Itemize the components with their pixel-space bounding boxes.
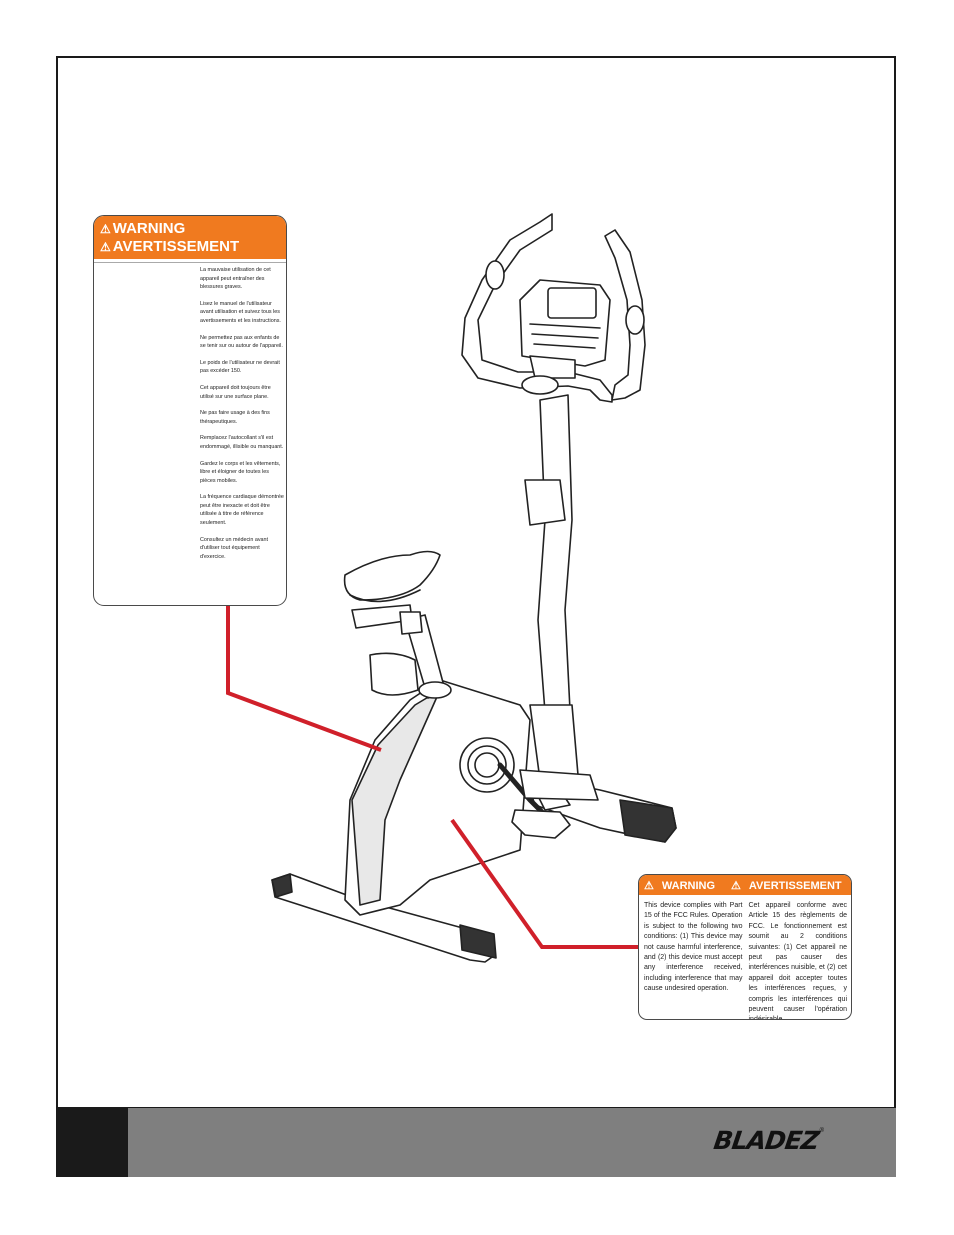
warning-line: Remplacez l'autocollant s'il est endomma… (200, 435, 284, 450)
trademark-mark: ® (819, 1128, 824, 1134)
warning-line: La mauvaise utilisation de cet appareil … (200, 267, 271, 291)
warning-triangle-icon: ⚠ (100, 222, 111, 236)
warning-triangle-icon: ⚠ (100, 240, 111, 254)
warning-line: Le poids de l'utilisateur ne devrait pas… (200, 359, 280, 375)
warning-label-top: ⚠WARNING ⚠AVERTISSEMENT La mauvaise util… (93, 215, 287, 606)
warning-line: Ne permettez pas aux enfants de se tenir… (200, 334, 283, 350)
warning-label-top-body: La mauvaise utilisation de cet appareil … (200, 266, 284, 569)
warning-triangle-icon: ⚠ (731, 879, 741, 892)
console-mast (537, 394, 573, 713)
seat (343, 550, 441, 601)
warning-line: Cet appareil doit toujours être utilisé … (200, 384, 271, 400)
warning-title-fr: AVERTISSEMENT (112, 238, 240, 255)
divider (94, 262, 286, 263)
fcc-text-fr: Cet appareil conforme avec Article 15 de… (748, 902, 848, 1020)
brand-logo: BLADEZ (711, 1126, 821, 1155)
warning-title-en: WARNING (112, 220, 186, 237)
footer-bar: BLADEZ ® (56, 1107, 896, 1177)
warning-label-fcc-header: ⚠ WARNING ⚠ AVERTISSEMENT (639, 875, 851, 895)
warning-title-en: WARNING (661, 879, 716, 892)
pedal (511, 809, 571, 839)
leader-line-top (226, 604, 382, 752)
page-number-block (56, 1108, 128, 1177)
warning-line: Ne pas faire usage à des fins thérapeuti… (200, 410, 270, 425)
warning-label-fcc: ⚠ WARNING ⚠ AVERTISSEMENT This device comp… (638, 874, 852, 1020)
leader-line-bottom (450, 818, 638, 949)
warning-line: Consultez un médecin avant d'utiliser to… (200, 536, 269, 560)
warning-line: Gardez le corps et les vêtements, libre … (200, 460, 281, 484)
warning-triangle-icon: ⚠ (644, 879, 654, 892)
fcc-text-en: This device complies with Part 15 of the… (644, 902, 743, 993)
warning-label-top-header: ⚠WARNING ⚠AVERTISSEMENT (94, 216, 286, 259)
warning-title-fr: AVERTISSEMENT (748, 879, 842, 892)
warning-line: La fréquence cardiaque démontrée peut êt… (200, 494, 284, 527)
warning-line: Lisez le manuel de l'utilisateur avant u… (200, 300, 281, 324)
